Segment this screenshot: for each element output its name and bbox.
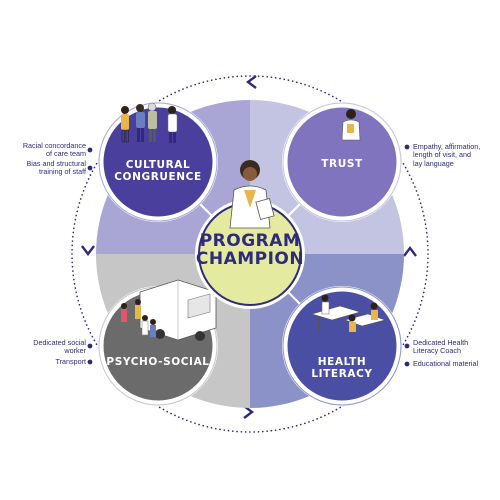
node-health-title-line-1: HEALTH bbox=[317, 356, 367, 368]
node-health bbox=[282, 286, 402, 406]
node-psycho-title: PSYCHO-SOCIAL bbox=[103, 356, 213, 368]
label-empathy-line-3: lay language bbox=[413, 158, 454, 168]
label-racial-concordance-line-1: Racial concordance bbox=[22, 141, 86, 150]
label-empathy: Empathy, affirmation, length of visit, a… bbox=[413, 142, 481, 168]
node-health-title: HEALTH LITERACY bbox=[302, 356, 382, 380]
label-transport: Transport bbox=[55, 357, 87, 366]
node-trust-title: TRUST bbox=[302, 158, 382, 170]
node-psycho-title-line-1: PSYCHO-SOCIAL bbox=[106, 356, 210, 368]
care-team-illustration bbox=[121, 102, 178, 143]
label-health-coach: Dedicated Health Literacy Coach bbox=[413, 338, 469, 356]
outer-dotted-ring bbox=[71, 75, 429, 433]
node-cultural-title-line-1: CULTURAL bbox=[125, 159, 191, 171]
chevron-left-icon bbox=[246, 75, 257, 89]
label-transport-line-1: Transport bbox=[55, 357, 87, 366]
label-bias-training-line-2: training of staff bbox=[38, 167, 86, 177]
label-racial-concordance: Racial concordance of care team bbox=[22, 141, 86, 159]
label-social-worker-line-1: Dedicated social bbox=[33, 338, 86, 347]
center-title: PROGRAM CHAMPION bbox=[180, 232, 320, 268]
classroom-illustration bbox=[310, 294, 387, 332]
label-bias-training: Bias and structural training of staff bbox=[26, 159, 86, 177]
chevron-right-icon bbox=[243, 405, 254, 419]
center-node bbox=[195, 160, 305, 309]
label-empathy-line-1: Empathy, affirmation, bbox=[413, 142, 481, 151]
node-cultural bbox=[98, 102, 218, 222]
program-champion-illustration bbox=[229, 160, 275, 229]
node-trust bbox=[282, 102, 402, 222]
node-trust-title-line-1: TRUST bbox=[321, 158, 363, 170]
label-educational-material: Educational material bbox=[413, 359, 479, 368]
center-title-line-2: CHAMPION bbox=[195, 249, 305, 269]
label-empathy-line-2: length of visit, and bbox=[413, 150, 471, 160]
label-bias-training-line-1: Bias and structural bbox=[26, 159, 86, 168]
center-title-line-1: PROGRAM bbox=[199, 231, 301, 251]
node-cultural-title-line-2: CONGRUENCE bbox=[114, 171, 202, 183]
label-social-worker: Dedicated social worker bbox=[33, 338, 86, 356]
label-health-coach-line-1: Dedicated Health bbox=[413, 338, 469, 347]
node-health-title-line-2: LITERACY bbox=[311, 368, 373, 380]
label-bullets bbox=[87, 144, 410, 367]
doctor-illustration bbox=[341, 109, 361, 141]
label-health-coach-line-2: Literacy Coach bbox=[413, 346, 461, 356]
label-educational-material-line-1: Educational material bbox=[413, 359, 479, 368]
label-social-worker-line-2: worker bbox=[64, 346, 86, 356]
label-racial-concordance-line-2: of care team bbox=[46, 149, 86, 159]
node-cultural-title: CULTURAL CONGRUENCE bbox=[108, 159, 208, 183]
chevron-down-icon bbox=[81, 245, 95, 256]
van-illustration bbox=[121, 279, 217, 341]
chevron-up-icon bbox=[403, 246, 417, 257]
